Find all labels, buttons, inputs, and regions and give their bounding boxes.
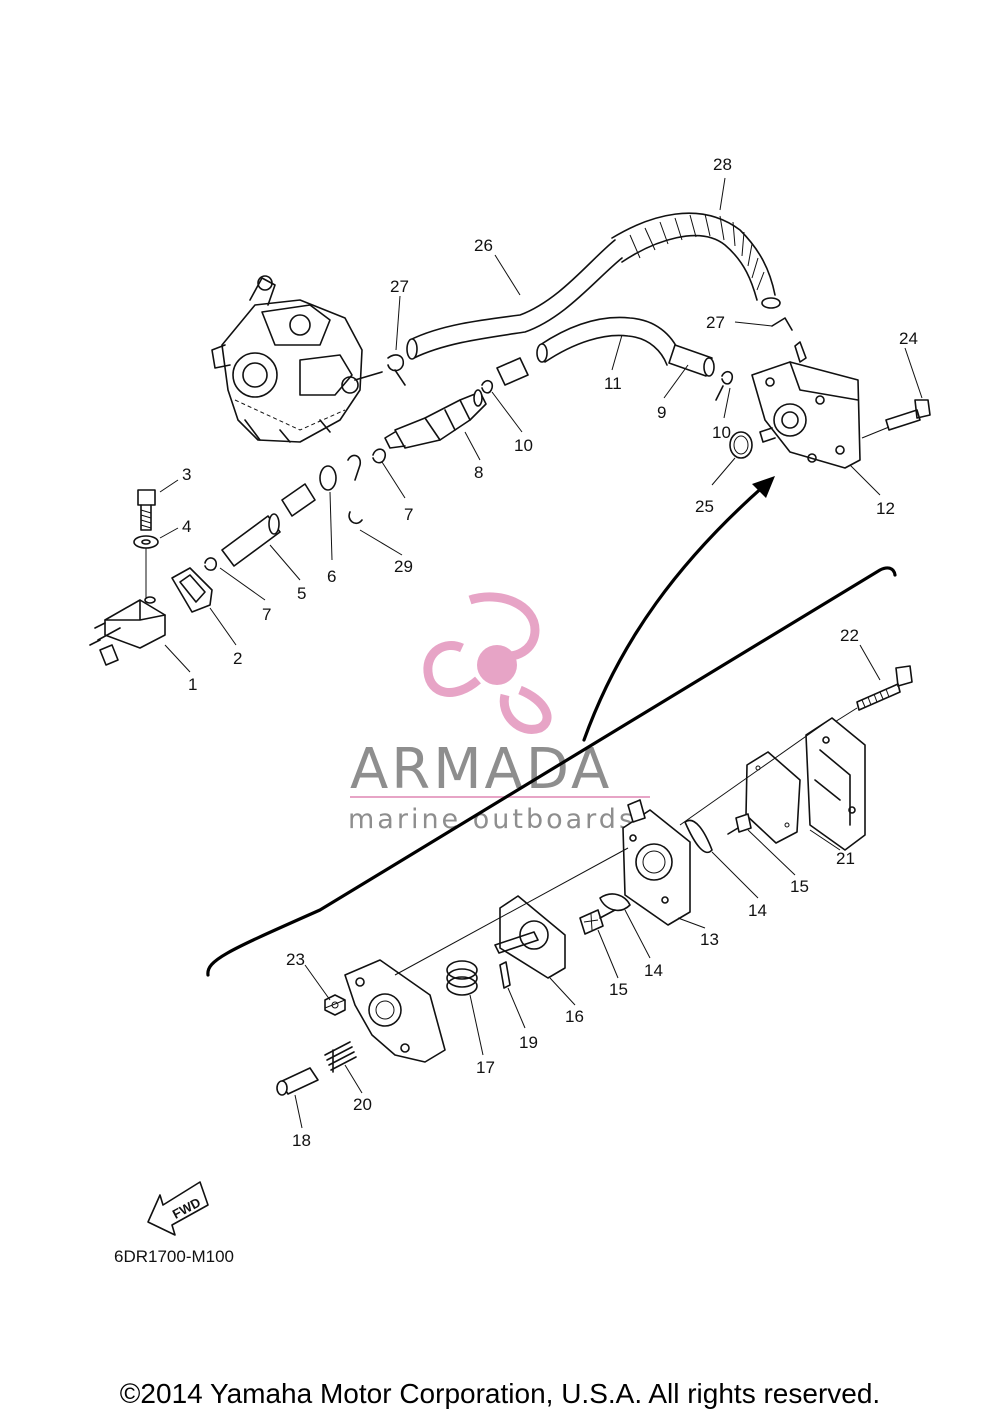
callout-27a: 27	[390, 277, 409, 296]
callout-27b: 27	[706, 313, 725, 332]
callout-9: 9	[657, 403, 666, 422]
callout-11: 11	[604, 374, 622, 393]
upper-fuel-parts	[89, 212, 931, 666]
callout-19: 19	[519, 1033, 538, 1052]
callout-18: 18	[292, 1131, 311, 1150]
lower-pump-parts	[276, 665, 913, 1096]
brand-name: ARMADA	[350, 737, 612, 802]
flow-arrowhead	[752, 476, 775, 498]
propeller-logo	[423, 592, 552, 734]
callout-13: 13	[700, 930, 719, 949]
brand-tagline: marine outboards	[348, 804, 636, 835]
callout-14a: 14	[748, 901, 767, 920]
callout-28: 28	[713, 155, 732, 174]
fwd-arrow: FWD	[147, 1181, 209, 1236]
section-divider	[206, 566, 897, 977]
armada-watermark: ARMADA marine outboards	[348, 592, 650, 835]
callout-8: 8	[474, 463, 483, 482]
copyright-notice: ©2014 Yamaha Motor Corporation, U.S.A. A…	[119, 1378, 881, 1409]
carburetor-assembly	[211, 275, 383, 443]
callout-14b: 14	[644, 961, 663, 980]
callout-15a: 15	[790, 877, 809, 896]
leader-lines	[159, 177, 923, 1129]
callout-1: 1	[188, 675, 197, 694]
callout-10a: 10	[514, 436, 533, 455]
callout-22: 22	[840, 626, 859, 645]
callout-26: 26	[474, 236, 493, 255]
callout-4: 4	[182, 517, 191, 536]
callout-5: 5	[297, 584, 306, 603]
callout-7a: 7	[262, 605, 271, 624]
callout-21: 21	[836, 849, 855, 868]
callout-2: 2	[233, 649, 242, 668]
callout-24: 24	[899, 329, 918, 348]
callout-29: 29	[394, 557, 413, 576]
callout-6: 6	[327, 567, 336, 586]
callout-7b: 7	[404, 505, 413, 524]
callout-3: 3	[182, 465, 191, 484]
callout-16: 16	[565, 1007, 584, 1026]
callout-numbers: 1 2 3 4 5 6 7 7 8 9 10 10 11 12 13 14 14…	[182, 155, 918, 1150]
diagram-code: 6DR1700-M100	[114, 1247, 234, 1266]
callout-20: 20	[353, 1095, 372, 1114]
callout-15b: 15	[609, 980, 628, 999]
callout-23: 23	[286, 950, 305, 969]
callout-17: 17	[476, 1058, 495, 1077]
callout-10b: 10	[712, 423, 731, 442]
flow-arrow	[582, 483, 767, 742]
callout-12: 12	[876, 499, 895, 518]
callout-25: 25	[695, 497, 714, 516]
